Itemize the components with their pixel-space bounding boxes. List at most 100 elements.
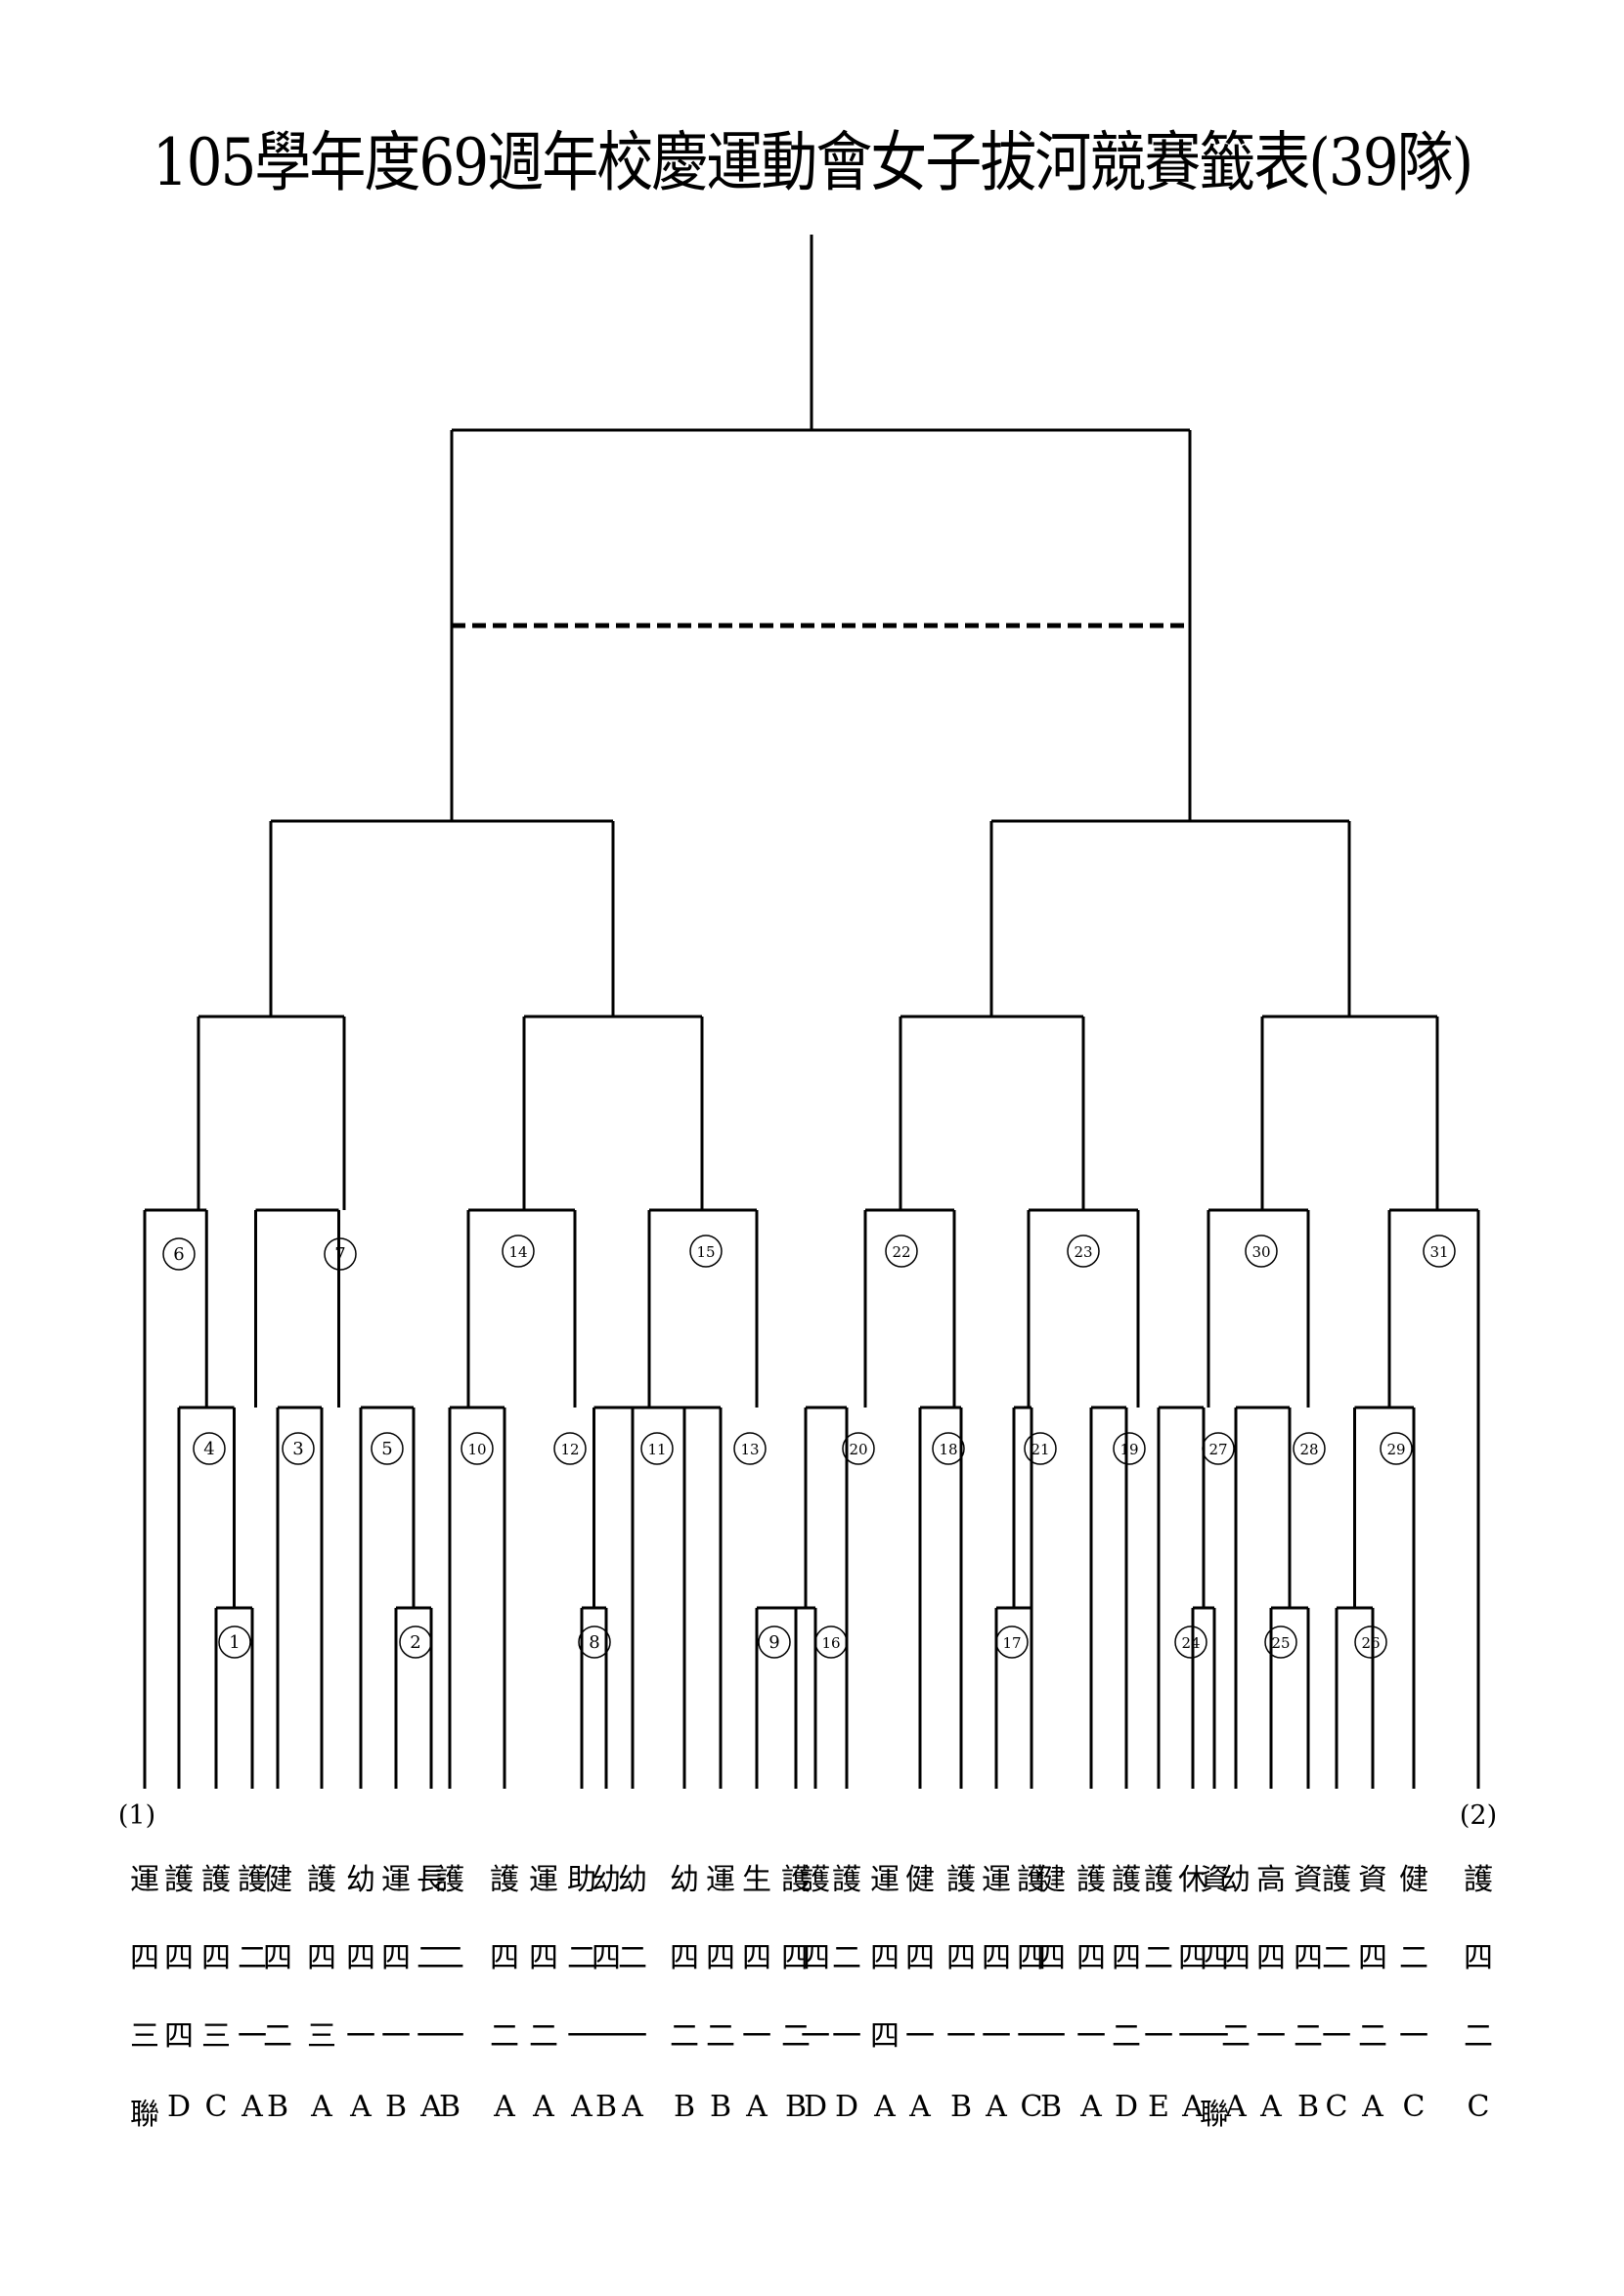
match-number-circle (553, 1432, 587, 1465)
match-number-circle (733, 1432, 767, 1465)
team-dept: 護 (307, 1863, 336, 1897)
match-number: 6 (173, 1244, 184, 1265)
team-dept: 長 (417, 1863, 446, 1897)
match-number-circle (758, 1625, 791, 1659)
match-number: 11 (647, 1441, 666, 1458)
team-sec: B (438, 2090, 461, 2124)
match-number: 1 (229, 1632, 240, 1653)
team-cls: 一 (1399, 2019, 1428, 2054)
team-sec: A (986, 2090, 1007, 2124)
match-number-circle (282, 1432, 315, 1465)
team-sec: D (834, 2090, 859, 2124)
match-number: 21 (1031, 1441, 1049, 1458)
team-sec: B (949, 2090, 973, 2124)
team-dept: 資 (1358, 1863, 1387, 1897)
team-grade: 四 (670, 1941, 699, 1975)
match-number-circle (1067, 1235, 1100, 1268)
team-grade: 四 (742, 1941, 771, 1975)
team-cls: 二 (1294, 2019, 1323, 2054)
team-cls: 三 (307, 2019, 336, 2054)
team-grade: 二 (435, 1941, 464, 1975)
match-number-circle (1423, 1235, 1456, 1268)
team-sec: A (241, 2090, 263, 2124)
team-cls: 一 (946, 2019, 976, 2054)
team-grade: 二 (832, 1941, 861, 1975)
match-number: 29 (1386, 1441, 1405, 1458)
team-dept: 健 (1036, 1863, 1066, 1897)
team-grade: 四 (592, 1941, 621, 1975)
team-sec: A (420, 2090, 442, 2124)
match-number-circle (842, 1432, 875, 1465)
team-dept: 幼 (670, 1863, 699, 1897)
team-cls: 一 (1076, 2019, 1106, 2054)
team-sec: 聯 (1200, 2098, 1229, 2132)
match-number: 19 (1119, 1441, 1138, 1458)
match-number: 5 (381, 1439, 392, 1459)
match-number: 28 (1299, 1441, 1318, 1458)
match-number-circle (1113, 1432, 1146, 1465)
match-number-circle (193, 1432, 226, 1465)
team-dept: 護 (781, 1863, 811, 1897)
team-dept: 健 (1399, 1863, 1428, 1897)
team-grade: 四 (346, 1941, 375, 1975)
match-number: 7 (334, 1244, 345, 1265)
team-sec: A (1260, 2090, 1282, 2124)
match-number: 24 (1181, 1634, 1200, 1652)
team-sec: C (1467, 2090, 1490, 2124)
team-grade: 二 (1322, 1941, 1351, 1975)
match-number: 14 (508, 1243, 527, 1261)
team-sec: B (1039, 2090, 1063, 2124)
team-cls: 二 (263, 2019, 292, 2054)
team-sec: C (1020, 2090, 1043, 2124)
match-number-circle (689, 1235, 723, 1268)
match-number-circle (502, 1235, 535, 1268)
team-dept: 護 (238, 1863, 267, 1897)
team-grade: 二 (238, 1941, 267, 1975)
team-dept: 運 (130, 1863, 159, 1897)
team-cls: 一 (618, 2019, 647, 2054)
match-number: 10 (467, 1441, 486, 1458)
team-cls: 二 (1464, 2019, 1493, 2054)
team-grade: 四 (1036, 1941, 1066, 1975)
team-cls: 四 (870, 2019, 900, 2054)
match-number: 31 (1429, 1243, 1448, 1261)
team-grade: 二 (618, 1941, 647, 1975)
team-sec: B (266, 2090, 289, 2124)
match-number-circle (640, 1432, 674, 1465)
team-dept: 幼 (618, 1863, 647, 1897)
team-sec: A (1182, 2090, 1204, 2124)
team-cls: 一 (1036, 2019, 1066, 2054)
team-sec: A (494, 2090, 515, 2124)
team-dept: 健 (263, 1863, 292, 1897)
match-number: 17 (1002, 1634, 1021, 1652)
team-sec: B (784, 2090, 808, 2124)
team-cls: 一 (1017, 2019, 1046, 2054)
team-cls: 二 (706, 2019, 735, 2054)
team-cls: 二 (781, 2019, 811, 2054)
team-cls: 一 (238, 2019, 267, 2054)
team-grade: 四 (781, 1941, 811, 1975)
team-cls: 一 (801, 2019, 830, 2054)
match-number-circle (1174, 1625, 1207, 1659)
team-grade: 四 (1017, 1941, 1046, 1975)
match-number-circle (932, 1432, 965, 1465)
team-dept: 護 (164, 1863, 194, 1897)
team-dept: 休 (1178, 1863, 1207, 1897)
team-sec: 聯 (130, 2098, 159, 2132)
match-number: 16 (821, 1634, 840, 1652)
team-cls: 一 (905, 2019, 935, 2054)
team-sec: D (166, 2090, 192, 2124)
team-cls: 一 (742, 2019, 771, 2054)
team-grade: 二 (1144, 1941, 1173, 1975)
team-cls: 三 (130, 2019, 159, 2054)
team-grade: 四 (1294, 1941, 1323, 1975)
team-cls: 二 (1112, 2019, 1141, 2054)
team-cls: 二 (1358, 2019, 1387, 2054)
team-dept: 運 (529, 1863, 558, 1897)
team-dept: 運 (982, 1863, 1011, 1897)
team-grade: 四 (706, 1941, 735, 1975)
team-grade: 四 (1256, 1941, 1286, 1975)
team-sec: A (1080, 2090, 1102, 2124)
team-grade: 四 (982, 1941, 1011, 1975)
team-grade: 四 (1464, 1941, 1493, 1975)
